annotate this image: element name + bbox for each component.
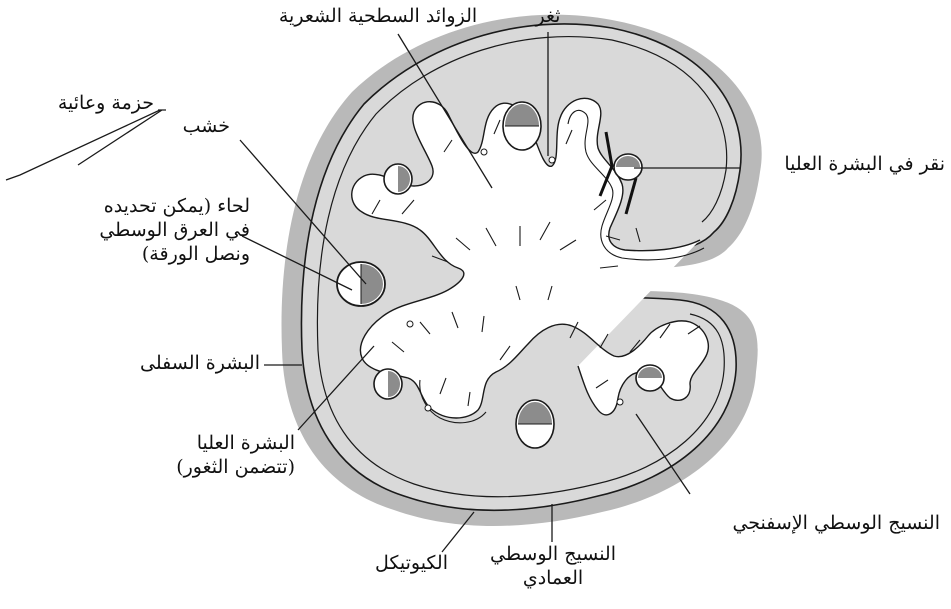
vascular-bundle-bottom: [516, 400, 554, 448]
label-phloem-line2: في العرق الوسطي: [18, 219, 250, 243]
vascular-bundle-left-bottom: [374, 369, 402, 399]
vascular-bundle-top: [503, 102, 541, 150]
label-surface-hairs: الزوائد السطحية الشعرية: [268, 5, 488, 29]
label-phloem: لحاء (يمكن تحديده في العرق الوسطي ونصل ا…: [18, 195, 250, 266]
label-palisade-line2: العمادي: [478, 567, 628, 591]
label-upper-epidermis-line1: البشرة العليا: [150, 432, 295, 456]
label-pit-upper-epidermis: نقر في البشرة العليا: [745, 153, 945, 177]
label-stoma: ثغر: [518, 5, 578, 29]
label-phloem-line1: لحاء (يمكن تحديده: [18, 195, 250, 219]
label-cuticle: الكيوتيكل: [340, 552, 448, 576]
label-vascular-bundle: حزمة وعائية: [4, 92, 154, 116]
label-lower-epidermis: البشرة السفلى: [90, 352, 260, 376]
label-upper-epidermis: البشرة العليا (تتضمن الثغور): [150, 432, 295, 480]
vascular-bundle-left-top: [384, 164, 412, 194]
vascular-bundle-bottom-right: [636, 365, 664, 391]
label-phloem-line3: ونصل الورقة): [18, 243, 250, 267]
label-spongy-mesophyll: النسيج الوسطي الإسفنجي: [690, 512, 940, 536]
vascular-bundle-top-right: [614, 154, 642, 180]
label-palisade-line1: النسيج الوسطي: [478, 543, 628, 567]
vascular-bundle-midrib: [337, 262, 385, 306]
label-upper-epidermis-line2: (تتضمن الثغور): [150, 456, 295, 480]
label-xylem: خشب: [150, 115, 230, 139]
label-palisade-mesophyll: النسيج الوسطي العمادي: [478, 543, 628, 591]
